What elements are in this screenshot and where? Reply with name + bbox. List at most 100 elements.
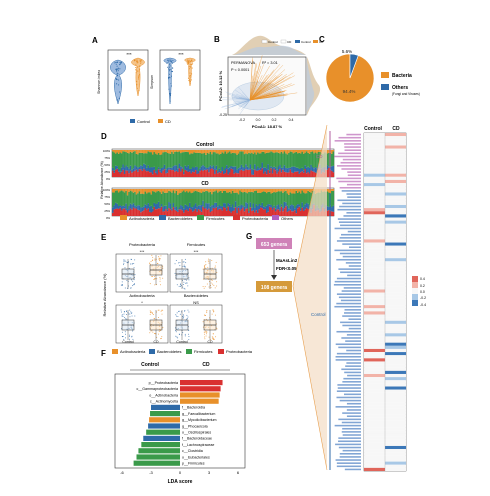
stacked-segment (147, 203, 150, 209)
x-tick: Control (176, 340, 188, 344)
color-scale: 0.4 0.2 0.0 -0.2 -0.4 (412, 276, 426, 307)
stacked-segment (273, 205, 275, 208)
genus-label-glyph (346, 402, 361, 405)
heatmap-cell (385, 208, 406, 212)
stacked-segment (298, 150, 301, 153)
stacked-segment (212, 191, 215, 206)
stacked-segment (283, 191, 286, 202)
stacked-segment (172, 203, 175, 208)
stacked-segment (191, 211, 194, 216)
spider-line (238, 99, 251, 110)
stacked-segment (308, 167, 311, 174)
stacked-segment (199, 210, 201, 216)
heatmap-cell (364, 449, 385, 453)
data-point (166, 62, 168, 65)
stacked-segment (285, 150, 287, 154)
stacked-segment (113, 150, 116, 153)
lda-bars: p__Proteobacteriac__Gammaproteobacteriao… (133, 380, 223, 466)
stacked-segment (288, 150, 290, 153)
data-point (186, 314, 188, 316)
stacked-segment (194, 203, 197, 209)
data-point (124, 259, 126, 261)
genus-label-glyph (348, 246, 361, 249)
heatmap-cell (364, 233, 385, 237)
data-point (182, 280, 184, 282)
heatmap-cell (385, 364, 406, 368)
data-point (131, 315, 133, 317)
heatmap-cell (364, 399, 385, 403)
heatmap-cell (385, 251, 406, 256)
stacked-segment (135, 153, 138, 167)
heatmap-cell (385, 367, 406, 371)
stacked-segment (209, 206, 212, 213)
genus-labels (333, 133, 361, 471)
heatmap-cell (385, 308, 406, 312)
bar-label: g__Phocaeicola (182, 424, 208, 428)
stacked-segment (162, 167, 164, 171)
stacked-segment (212, 152, 215, 166)
heatmap-cell (385, 461, 406, 465)
genus-label-glyph (336, 465, 361, 468)
data-point (178, 285, 180, 287)
panel-g: G 653 genera MaAsLin2 FDR<0.05 108 gener… (246, 124, 426, 472)
stacked-segment (262, 189, 265, 192)
lda-bar (133, 460, 180, 466)
heatmap-cell (364, 292, 385, 296)
stacked-segment (174, 150, 176, 152)
data-point (210, 279, 212, 281)
legend-label: Control (268, 40, 278, 44)
stacked-segment (264, 171, 267, 177)
stacked-segment (223, 206, 225, 216)
stacked-segment (137, 209, 139, 216)
stacked-segment (240, 169, 243, 177)
stacked-segment (248, 168, 250, 170)
stacked-segment (184, 189, 187, 193)
stacked-segment (131, 152, 133, 170)
spider-line (249, 91, 286, 101)
stacked-segment (242, 170, 244, 177)
stacked-segment (214, 150, 216, 153)
stacked-segment (165, 173, 167, 177)
lda-bar (148, 423, 180, 429)
data-point (159, 280, 161, 282)
stacked-segment (149, 172, 151, 177)
stacked-segment (194, 208, 197, 216)
stacked-segment (236, 189, 238, 193)
stacked-segment (175, 190, 178, 207)
stacked-segment (202, 206, 204, 216)
stacked-segment (223, 203, 225, 207)
stacked-segment (313, 153, 315, 169)
data-point (204, 336, 206, 338)
stacked-segment (273, 207, 275, 216)
plot-frame (114, 373, 246, 469)
stacked-segment (169, 150, 172, 154)
stacked-segment (240, 209, 243, 216)
stacked-segment (199, 150, 201, 153)
stacked-segment (194, 170, 197, 177)
stacked-segment (218, 172, 221, 177)
stacked-segment (299, 210, 302, 216)
genus-label-glyph (342, 381, 361, 383)
heatmap-cell (364, 314, 385, 318)
stacked-segment (132, 151, 135, 169)
stacked-segment (208, 172, 210, 177)
data-point (160, 310, 162, 312)
data-point (161, 313, 163, 315)
stacked-segment (228, 151, 231, 168)
stacked-segment (211, 150, 213, 155)
stacked-segment (243, 154, 246, 169)
stacked-segment (200, 153, 203, 167)
genus-label-glyph (341, 337, 361, 339)
stacked-segment (180, 166, 182, 172)
stacked-segment (177, 189, 179, 195)
genus-label-glyph (337, 218, 361, 220)
data-point (176, 312, 178, 314)
stacked-segment (143, 206, 145, 211)
stacked-segment (154, 150, 157, 154)
stacked-segment (261, 189, 264, 193)
stacked-segment (273, 168, 275, 177)
stacked-segment (196, 189, 198, 192)
scale-label: 0.2 (420, 284, 425, 288)
stacked-segment (126, 150, 129, 153)
genus-label-glyph (342, 255, 361, 258)
